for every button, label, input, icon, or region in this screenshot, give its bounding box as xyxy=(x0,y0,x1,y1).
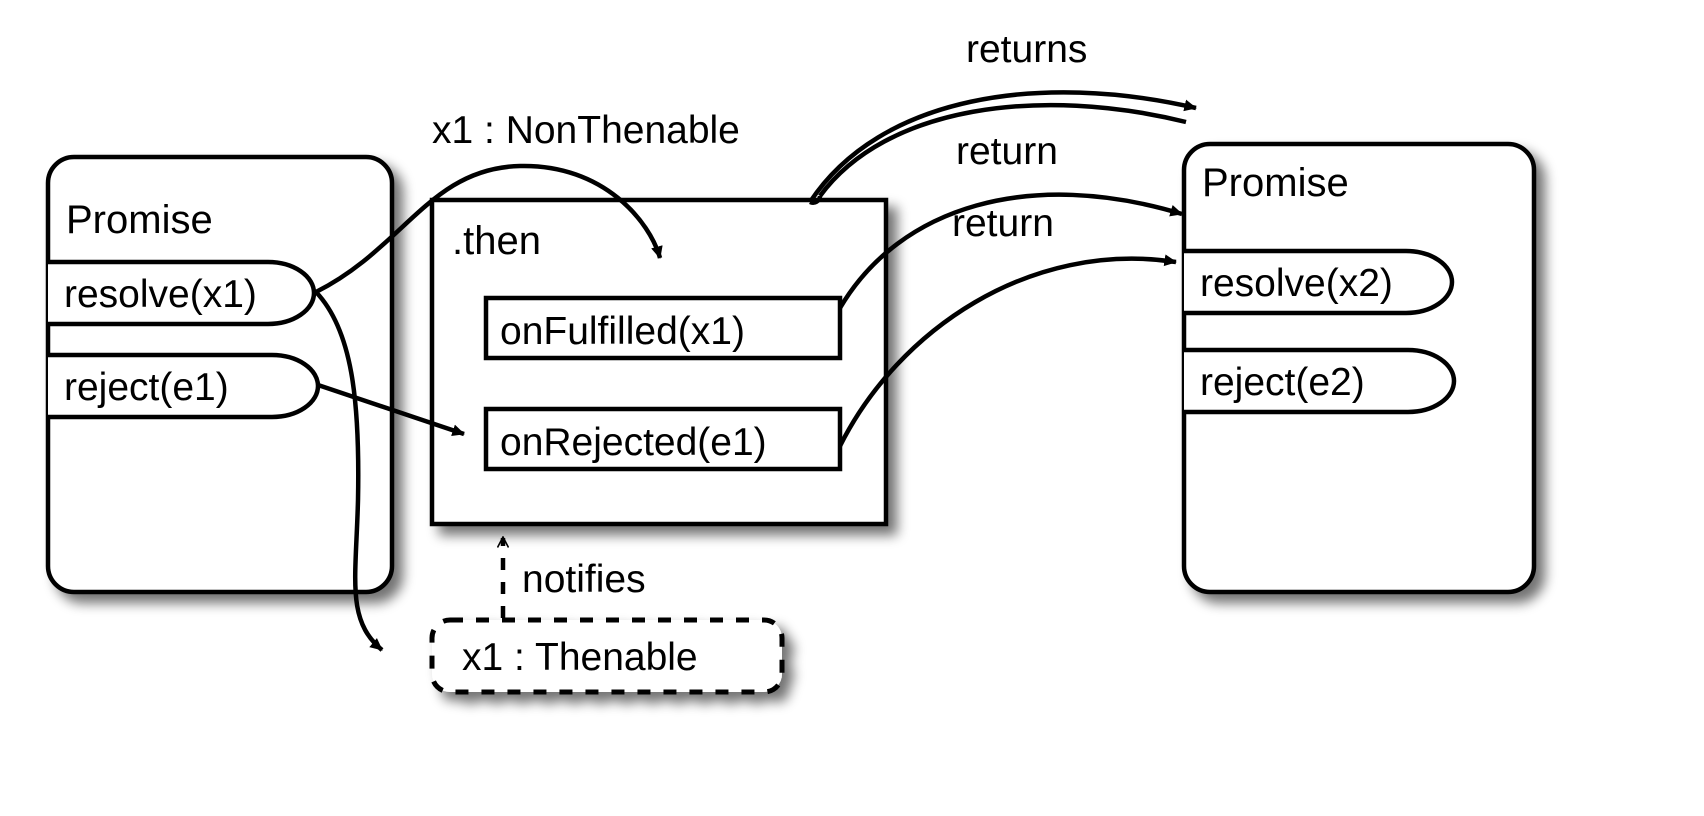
promise-right-reject-shape[interactable] xyxy=(1184,347,1457,415)
then-node[interactable]: .then onFulfilled(x1) onRejected(e1) xyxy=(429,197,889,527)
edge-label-nonthenable: x1 : NonThenable xyxy=(432,109,740,152)
edge-resolve-to-onfulfilled[interactable] xyxy=(314,163,663,295)
onrejected-label: onRejected(e1) xyxy=(500,421,767,464)
promise-left-title: Promise xyxy=(66,198,213,242)
edge-resolve-to-thenable[interactable] xyxy=(314,290,384,652)
edge-onfulfilled-return[interactable] xyxy=(838,192,1183,310)
onrejected-box[interactable] xyxy=(483,406,843,472)
onfulfilled-box[interactable] xyxy=(483,295,843,361)
edge-label-return-upper: return xyxy=(956,130,1058,173)
edge-label-return-lower: return xyxy=(952,202,1054,245)
promise-left-node[interactable]: Promise resolve(x1) reject(e1) xyxy=(45,154,395,595)
edge-label-notifies: notifies xyxy=(522,558,646,601)
edge-label-returns: returns xyxy=(966,28,1087,71)
promise-right-node[interactable]: Promise resolve(x2) reject(e2) xyxy=(1181,141,1537,595)
edge-onrejected-return[interactable] xyxy=(837,254,1177,448)
promise-right-resolve-shape[interactable] xyxy=(1184,248,1455,316)
thenable-frame[interactable] xyxy=(429,617,785,695)
edge-then-returns-promise2[interactable] xyxy=(808,90,1197,205)
edge-reject-to-onrejected[interactable] xyxy=(317,382,465,437)
thenable-node[interactable]: x1 : Thenable xyxy=(429,617,785,695)
promise-right-resolve-label: resolve(x2) xyxy=(1200,262,1393,305)
promise-right-reject-label: reject(e2) xyxy=(1200,361,1365,404)
onfulfilled-label: onFulfilled(x1) xyxy=(500,310,745,353)
promise-left-resolve-shape[interactable] xyxy=(48,259,317,327)
then-title: .then xyxy=(452,219,541,263)
promise-right-title: Promise xyxy=(1202,161,1349,205)
promise-left-resolve-label: resolve(x1) xyxy=(64,273,257,316)
promise-left-reject-label: reject(e1) xyxy=(64,366,229,409)
thenable-label: x1 : Thenable xyxy=(462,636,698,679)
